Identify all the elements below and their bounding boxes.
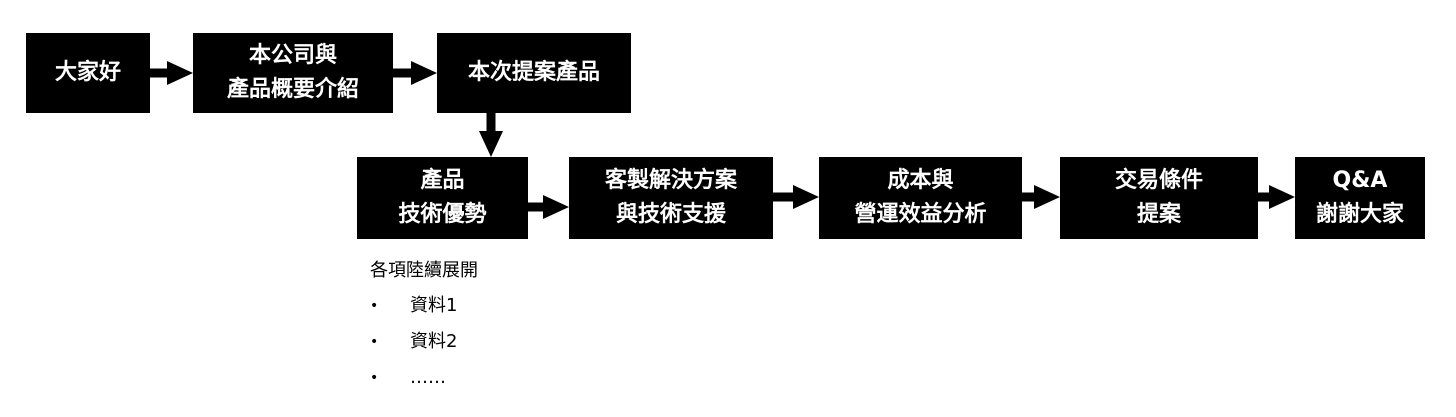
list-item: • 資料2 (370, 324, 478, 360)
flow-step-label: 技術優勢 (398, 202, 487, 227)
list-item-text: 資料2 (410, 331, 458, 352)
arrow-down-icon (479, 113, 503, 157)
arrow-right-icon (528, 195, 569, 219)
flow-step-label: 產品概要介紹 (226, 77, 359, 102)
arrow-right-icon (1022, 185, 1060, 209)
list-item: • 資料1 (370, 288, 478, 324)
flow-step-label: 成本與 (887, 168, 954, 193)
flow-step-company-intro: 本公司與 產品概要介紹 (193, 33, 393, 113)
flow-step-label: 營運效益分析 (854, 202, 987, 227)
arrow-right-icon (150, 61, 193, 85)
flow-step-label: 交易條件 (1114, 168, 1203, 193)
flow-step-label: 產品 (420, 168, 465, 193)
list-item-text: 資料1 (410, 295, 458, 316)
flow-step-label: 提案 (1136, 202, 1181, 227)
flow-step-trade-terms: 交易條件 提案 (1060, 157, 1258, 239)
flow-step-proposed-product: 本次提案產品 (437, 33, 631, 113)
list-item-text: …… (410, 367, 446, 388)
flow-step-custom-solutions: 客製解決方案 與技術支援 (569, 157, 773, 239)
flow-step-cost-analysis: 成本與 營運效益分析 (819, 157, 1022, 239)
flow-step-qa: Q&A 謝謝大家 (1295, 157, 1425, 239)
flow-step-label: 本公司與 (248, 43, 337, 68)
flow-step-label: 與技術支援 (615, 202, 726, 227)
flow-step-greeting: 大家好 (26, 33, 150, 113)
notes-heading: 各項陸續展開 (370, 260, 478, 281)
flow-step-label: 本次提案產品 (467, 60, 600, 85)
flow-step-tech-advantages: 產品 技術優勢 (357, 157, 528, 239)
notes-list: 各項陸續展開 • 資料1 • 資料2 • …… (370, 254, 478, 396)
arrow-right-icon (1258, 185, 1295, 209)
list-item: • …… (370, 360, 478, 396)
flow-step-label: Q&A (1332, 168, 1388, 193)
bullet-icon: • (370, 370, 379, 386)
arrow-right-icon (773, 185, 819, 209)
flow-step-label: 大家好 (54, 60, 121, 85)
bullet-icon: • (370, 334, 379, 350)
bullet-icon: • (370, 298, 379, 314)
flow-step-label: 客製解決方案 (604, 168, 737, 193)
flow-step-label: 謝謝大家 (1315, 202, 1404, 227)
arrow-right-icon (393, 61, 437, 85)
